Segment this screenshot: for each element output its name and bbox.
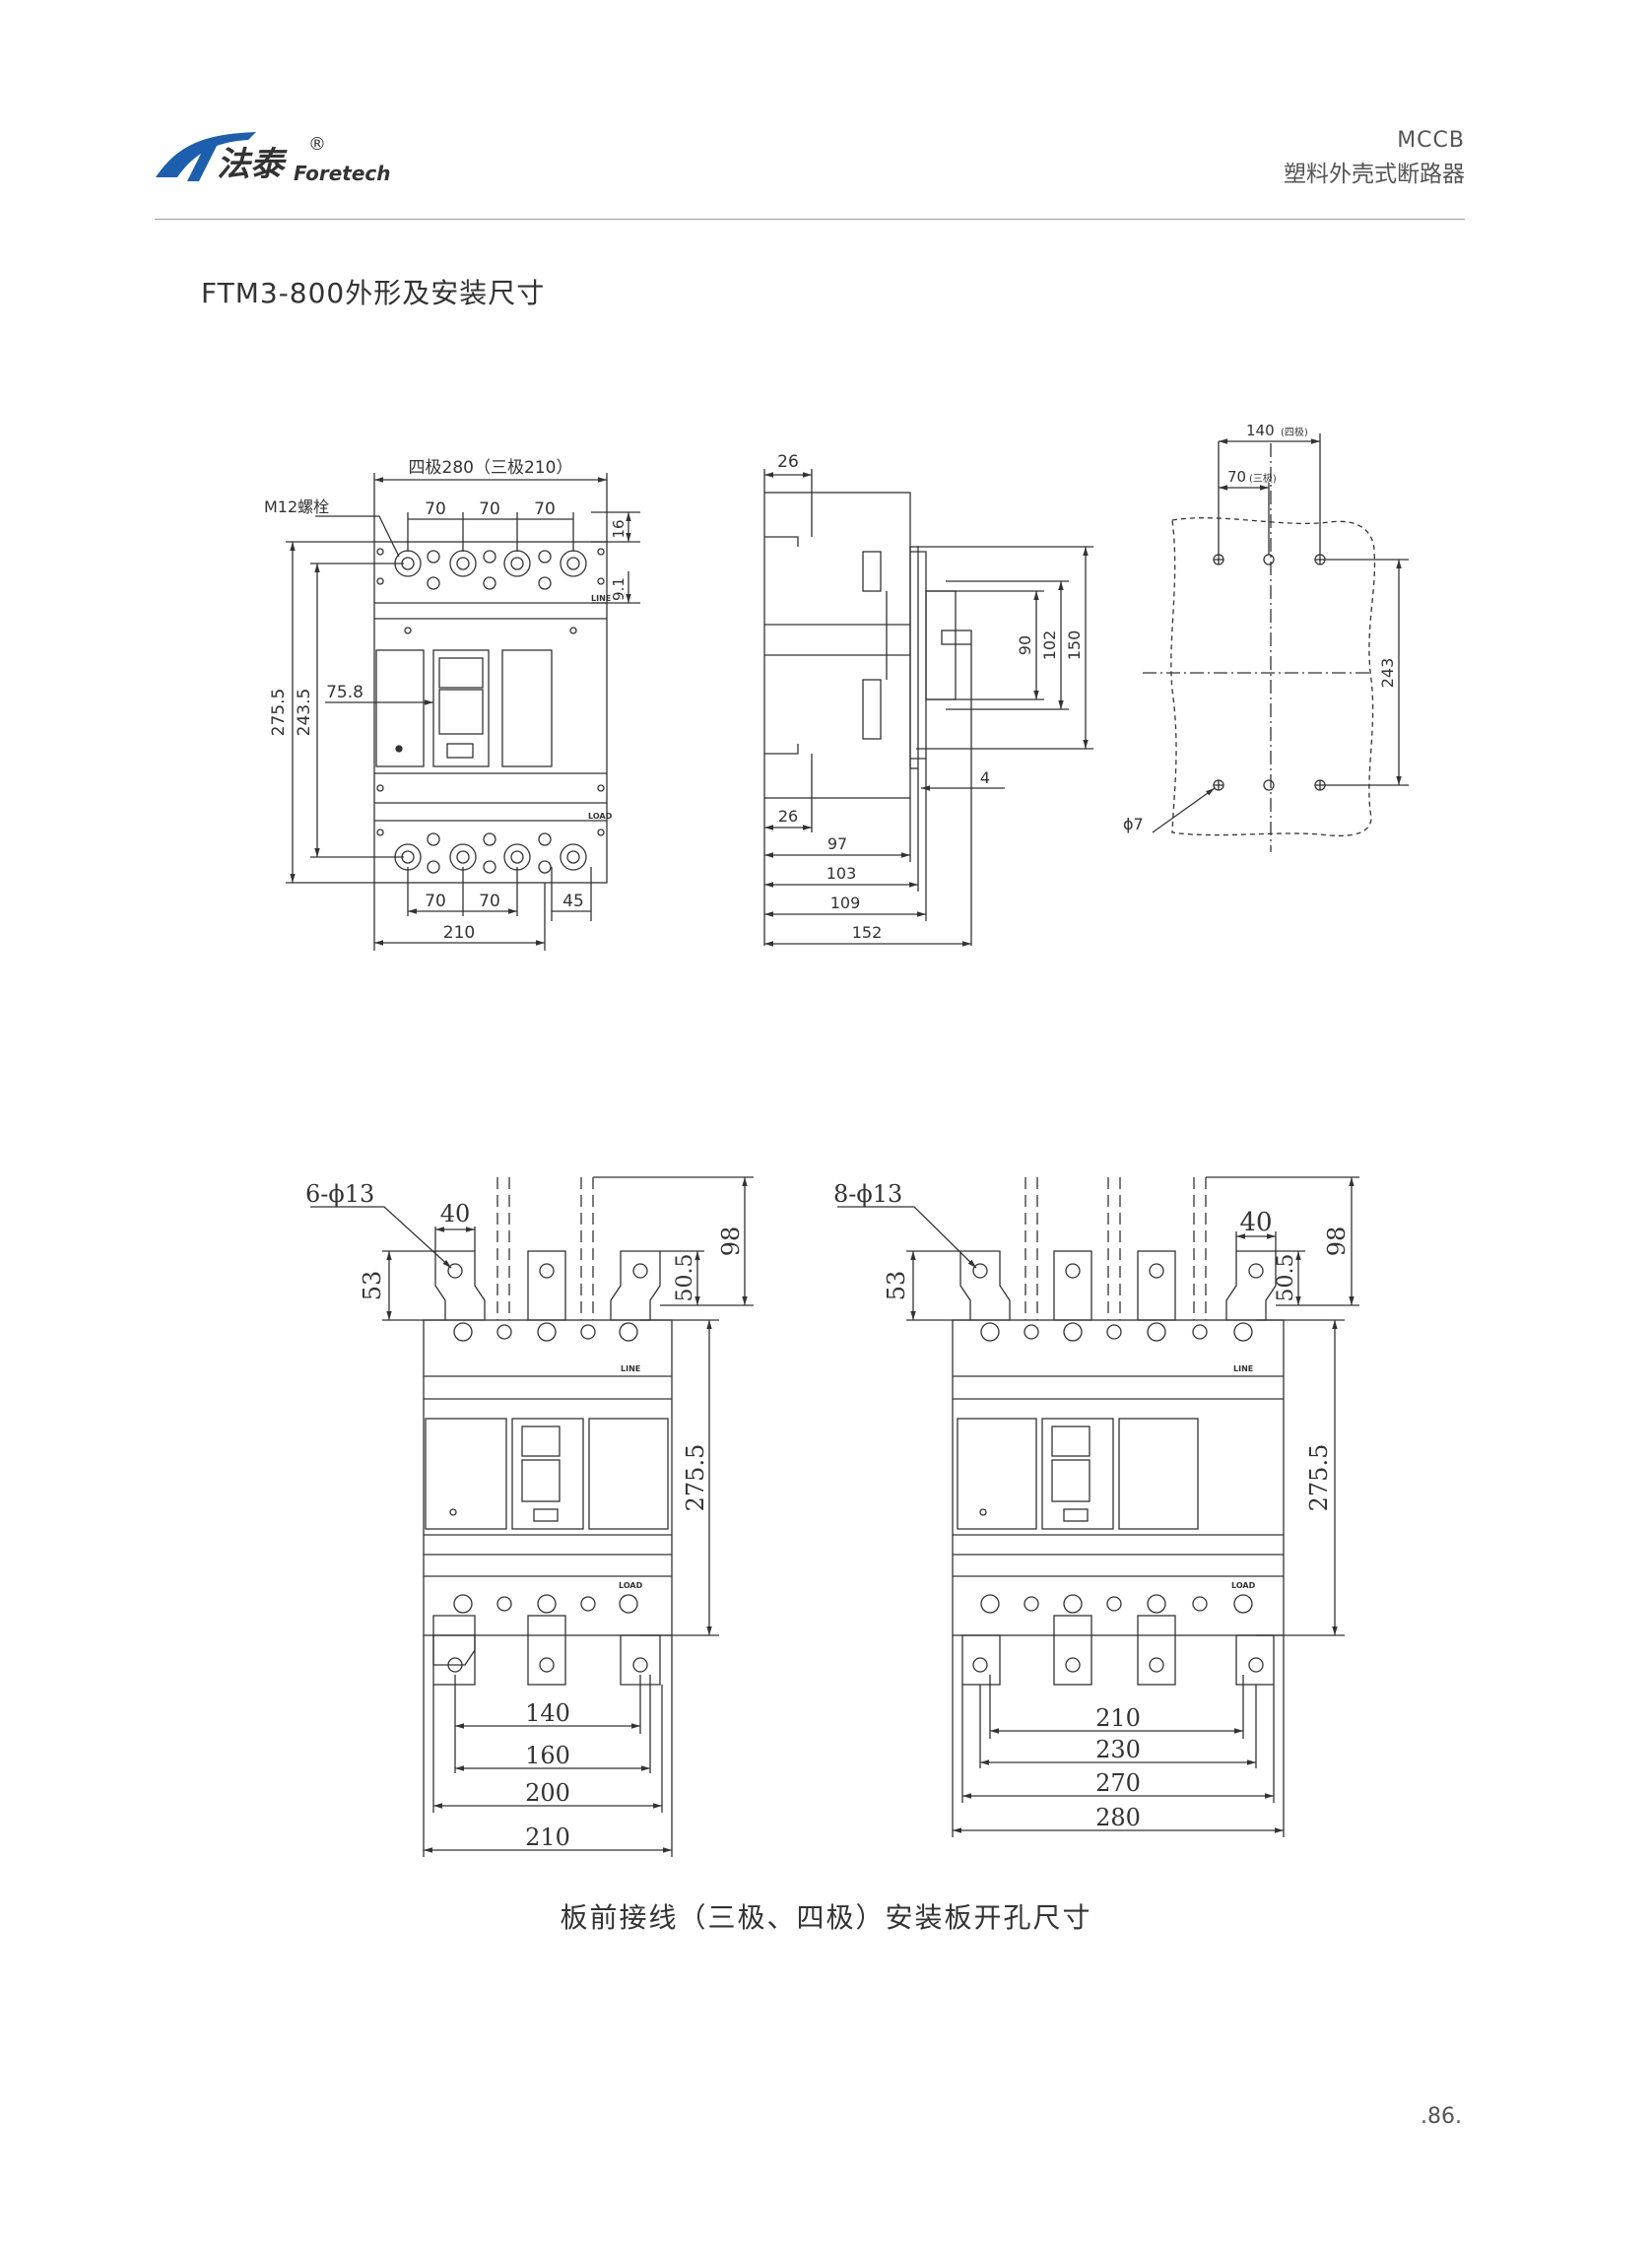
panel-cutout-outline — [1170, 517, 1376, 837]
figure-caption: 板前接线（三极、四极）安装板开孔尺寸 — [560, 1901, 1092, 1934]
logo-en-text: Foretech — [294, 162, 391, 185]
mounting-hole-view — [1143, 433, 1409, 852]
plate-3pole — [310, 1176, 754, 1857]
side-dim-4: 4 — [980, 768, 990, 787]
front-body-outline — [373, 541, 608, 884]
front-bottom-width: 210 — [443, 923, 475, 943]
hole-dim-70: 70 — [1227, 468, 1246, 486]
side-dim-102: 102 — [1040, 630, 1059, 661]
front-bottom-terminals — [376, 829, 605, 874]
hole-dim-140: 140 — [1246, 422, 1275, 439]
front-line-label: LINE — [591, 594, 611, 603]
plate3-load-label: LOAD — [619, 1581, 643, 1590]
product-code: MCCB — [1397, 128, 1465, 153]
front-dim-243-5: 243.5 — [295, 689, 314, 737]
plate3-dim-200: 200 — [525, 1779, 570, 1807]
side-view — [763, 469, 1093, 947]
side-dim-150: 150 — [1065, 630, 1084, 661]
plate4-dim-210: 210 — [1095, 1704, 1141, 1732]
front-bottom-pitch-2: 70 — [479, 892, 500, 911]
plate3-dim-160: 160 — [525, 1742, 570, 1769]
hole-dia-label: ϕ7 — [1123, 815, 1144, 833]
plate3-dim-40: 40 — [440, 1200, 471, 1227]
side-dim-26-bottom: 26 — [778, 807, 798, 826]
page-title: FTM3-800外形及安装尺寸 — [201, 277, 546, 309]
plate-4pole — [837, 1176, 1359, 1837]
header-divider — [155, 219, 1465, 220]
front-top-pitch-1: 70 — [425, 499, 446, 519]
hole-dim-140-note: (四极) — [1281, 426, 1308, 438]
side-dim-97: 97 — [827, 834, 847, 853]
plate4-dim-53: 53 — [883, 1271, 910, 1301]
side-dim-109: 109 — [830, 894, 861, 912]
page-number: .86. — [1421, 2104, 1462, 2129]
plate4-dim-275-5: 275.5 — [1305, 1444, 1333, 1512]
product-name: 塑料外壳式断路器 — [1284, 162, 1465, 187]
side-dim-103: 103 — [826, 864, 857, 883]
side-dim-152: 152 — [852, 923, 883, 942]
plate4-dim-98: 98 — [1323, 1227, 1351, 1257]
front-top-pitch-3: 70 — [534, 499, 556, 519]
plate4-hole-label: 8-ϕ13 — [833, 1180, 902, 1208]
side-dim-26-top: 26 — [777, 452, 799, 472]
front-dim-16: 16 — [610, 519, 628, 538]
bolt-label: M12螺栓 — [264, 497, 329, 516]
plate3-dim-275-5: 275.5 — [682, 1444, 709, 1512]
side-body-outline — [763, 492, 911, 799]
plate3-dim-210: 210 — [525, 1824, 570, 1851]
front-bottom-pitch-3: 45 — [562, 892, 584, 911]
front-dim-275-5: 275.5 — [269, 689, 289, 737]
plate4-line-label: LINE — [1233, 1364, 1253, 1373]
plate3-line-label: LINE — [621, 1364, 640, 1373]
front-top-pitch-2: 70 — [479, 499, 500, 519]
foretech-logo: 法泰 Foretech ® — [148, 116, 404, 195]
front-top-terminals — [376, 548, 605, 590]
hole-dim-243: 243 — [1378, 658, 1397, 689]
logo-swoosh-icon: 法泰 Foretech ® — [156, 132, 391, 185]
plate3-dim-98: 98 — [717, 1227, 745, 1257]
front-dim-9-1: 9.1 — [610, 577, 628, 601]
hole-dim-70-note: (三极) — [1249, 472, 1277, 485]
front-view — [286, 473, 640, 951]
plate4-dim-280: 280 — [1095, 1804, 1141, 1831]
plate3-dim-50-5: 50.5 — [673, 1254, 697, 1302]
plate3-dim-140: 140 — [525, 1699, 570, 1727]
plate4-dim-40: 40 — [1239, 1208, 1272, 1237]
plate4-dim-270: 270 — [1095, 1769, 1141, 1797]
side-dim-90: 90 — [1016, 635, 1034, 655]
front-dim-75-8: 75.8 — [326, 683, 363, 702]
logo-cn-text: 法泰 — [217, 145, 288, 184]
plate3-hole-label: 6-ϕ13 — [305, 1180, 374, 1208]
plate4-dim-50-5: 50.5 — [1274, 1254, 1298, 1302]
front-bottom-pitch-1: 70 — [425, 892, 446, 911]
header-product: MCCB 塑料外壳式断路器 — [1284, 128, 1465, 188]
plate4-load-label: LOAD — [1231, 1581, 1256, 1590]
front-width-label: 四极280（三极210） — [409, 458, 573, 478]
plate3-dim-53: 53 — [359, 1271, 386, 1301]
registered-mark: ® — [308, 134, 326, 155]
front-load-label: LOAD — [588, 812, 613, 821]
plate4-dim-230: 230 — [1095, 1736, 1141, 1763]
